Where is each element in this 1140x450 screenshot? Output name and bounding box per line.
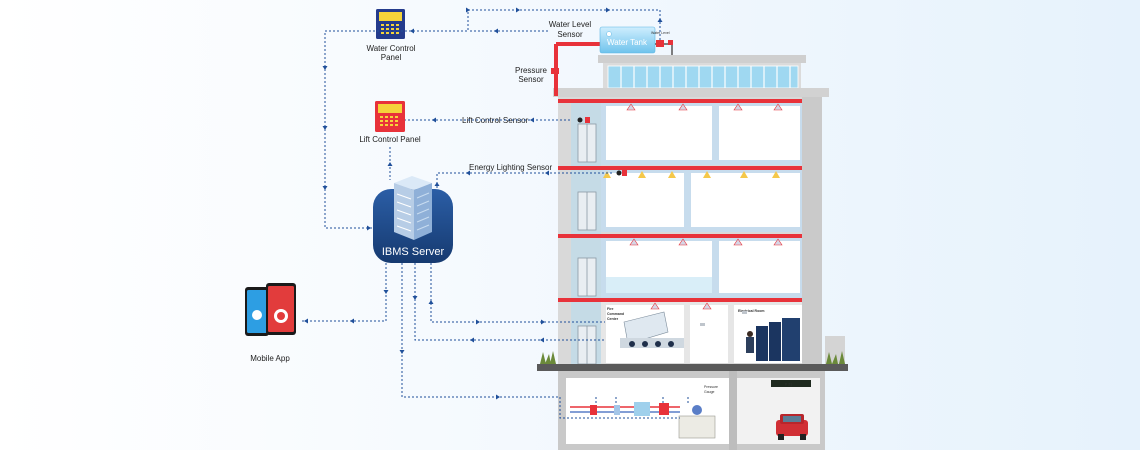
water-control-panel-line-1: Water Control — [366, 44, 415, 53]
lift-control-panel-label: Lift Control Panel — [359, 135, 421, 144]
smartphone-icon — [245, 283, 296, 336]
fire-command-center: Fire Command Center — [607, 307, 684, 348]
light-icon — [603, 171, 780, 178]
pressure-sensor-line-1: Pressure — [515, 66, 548, 75]
pressure-gauge-line-2: Gauge — [704, 390, 715, 394]
electrical-room-label: Electrical Room — [738, 309, 764, 313]
energy-lighting-sensor-label: Energy Lighting Sensor — [469, 163, 553, 172]
ibms-server: IBMS Server — [373, 176, 453, 263]
energy-sensor-dot — [616, 170, 622, 176]
parking-display: P 21 — [771, 380, 811, 387]
fcc-line-3: Center — [607, 317, 619, 321]
water-control-panel-line-2: Panel — [381, 53, 402, 62]
ibms-server-label: IBMS Server — [382, 246, 445, 258]
mobile-app-label: Mobile App — [250, 354, 290, 363]
server-rack-icon — [394, 176, 432, 240]
svg-text:Fire: Fire — [607, 307, 613, 311]
water-tank-label: Water Tank — [607, 38, 648, 47]
water-tank: Water Tank — [599, 26, 656, 54]
pump-room: Pressure Gauge — [570, 385, 718, 439]
svg-text:Water Level: Water Level — [651, 31, 670, 35]
svg-text:Command: Command — [607, 312, 624, 316]
building: Fire Command Center Electrical Room — [537, 42, 848, 450]
lift-control-panel — [375, 101, 405, 132]
fire-pipes — [554, 42, 802, 302]
svg-text:Pressure: Pressure — [704, 385, 718, 389]
fcc-line-2: Command — [607, 312, 624, 316]
flow-arrows — [304, 7, 663, 400]
water-level-sensor-line-2: Sensor — [557, 30, 583, 39]
roof-glass — [607, 65, 799, 89]
pressure-gauge-line-1: Pressure — [704, 385, 718, 389]
pressure-sensor-line-2: Sensor — [518, 75, 544, 84]
camera-icon — [700, 311, 747, 326]
water-level-sensor-line-1: Water Level — [549, 20, 592, 29]
water-control-panel — [376, 9, 405, 39]
fcc-line-1: Fire — [607, 307, 613, 311]
car-icon — [776, 414, 808, 440]
parking-display-text: P 21 — [785, 383, 792, 387]
svg-text:Gauge: Gauge — [704, 390, 715, 394]
lift-doors — [577, 123, 597, 365]
sprinkler-icon — [626, 103, 783, 310]
electrical-room: Electrical Room — [738, 309, 800, 361]
svg-text:Center: Center — [607, 317, 619, 321]
plant-icon — [540, 351, 845, 364]
lift-control-sensor-label: Lift Control Sensor — [462, 116, 529, 125]
lift-sensor-dot — [577, 117, 583, 123]
